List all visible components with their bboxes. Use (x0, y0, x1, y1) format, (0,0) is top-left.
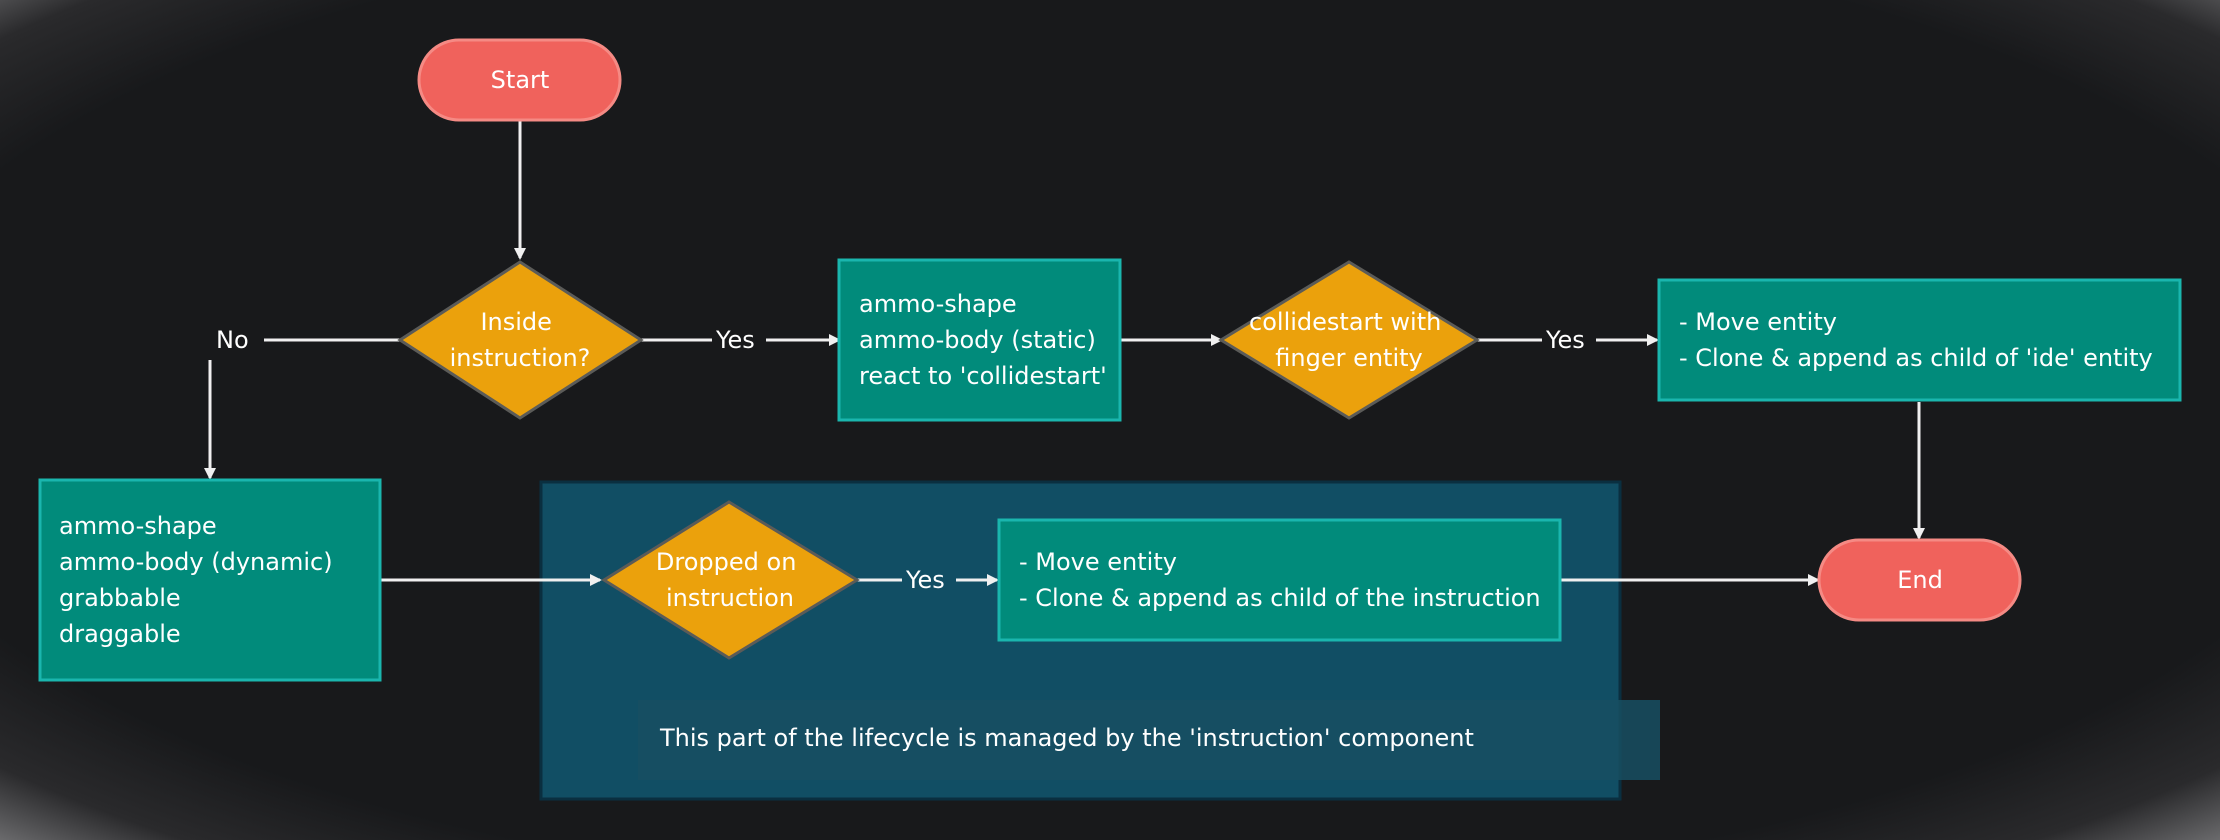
edge-label-yes-inside: Yes (715, 326, 755, 354)
move-clone-instruction-label: - Move entity - Clone & append as child … (1019, 548, 1541, 612)
end-terminal (1817, 538, 2022, 622)
group-note: This part of the lifecycle is managed by… (659, 724, 1474, 752)
dropped-on-decision (601, 500, 860, 660)
no-label-bg (202, 320, 264, 360)
edge-label-yes-collide: Yes (1545, 326, 1585, 354)
move-clone-ide-label: - Move entity - Clone & append as child … (1679, 308, 2153, 372)
edge-inside-no (204, 338, 400, 480)
group-note-box (638, 700, 1660, 780)
dynamic-body-process (38, 478, 382, 682)
collide-finger-decision (1218, 260, 1480, 420)
move-clone-instruction-process (997, 518, 1562, 642)
yes-label-bg-3 (902, 562, 956, 600)
end-label: End (1897, 566, 1943, 594)
static-body-process (837, 258, 1122, 422)
edge-label-no: No (216, 326, 249, 354)
collide-finger-label: collidestart with finger entity (1249, 308, 1449, 372)
static-body-label: ammo-shape ammo-body (static) react to '… (859, 290, 1107, 390)
edge-label-yes-dropped: Yes (905, 566, 945, 594)
start-label: Start (491, 66, 550, 94)
yes-label-bg-2 (1542, 322, 1596, 360)
start-terminal (417, 38, 622, 122)
dropped-on-label: Dropped on instruction (656, 548, 804, 612)
move-clone-ide-process (1657, 278, 2182, 402)
yes-label-bg-1 (712, 322, 766, 360)
dynamic-body-label: ammo-shape ammo-body (dynamic) grabbable… (59, 512, 340, 648)
inside-instruction-decision (397, 260, 644, 420)
inside-instruction-label: Inside instruction? (450, 308, 591, 372)
